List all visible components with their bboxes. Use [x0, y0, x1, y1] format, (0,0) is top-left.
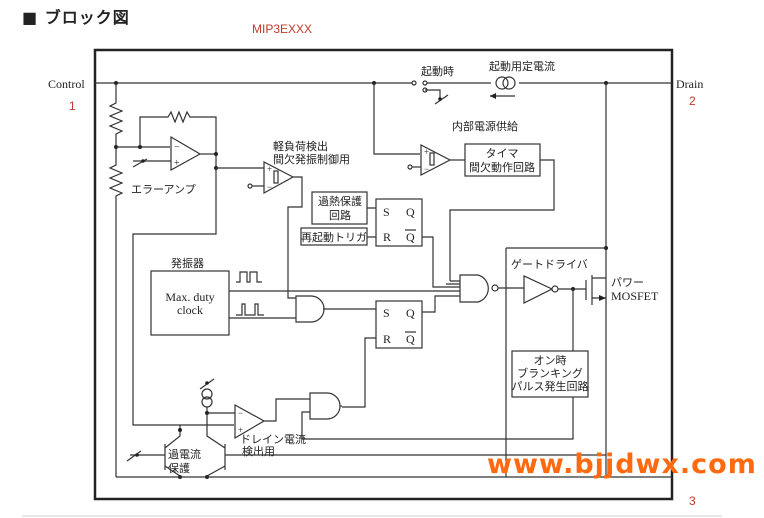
timer-label-1: タイマ	[486, 147, 519, 160]
divider	[22, 515, 722, 517]
timer-output-wire	[449, 159, 555, 281]
thermal-protection-block	[311, 191, 368, 225]
blanking-label-1: オン時	[534, 354, 567, 367]
blanking-out-wire	[301, 397, 574, 440]
drain-current-source-icon	[199, 378, 235, 415]
restart-trigger-label: 再起動トリガ	[301, 230, 367, 244]
mosfet-label-1: パワー	[611, 276, 644, 289]
error-amp-label: エラーアンプ	[131, 183, 196, 196]
startup-switch-label: 起動時	[421, 64, 454, 78]
light-load-out-wire	[287, 176, 303, 299]
drain-current-comparator-icon: − +	[234, 403, 266, 440]
pin-label-drain: Drain	[676, 77, 703, 91]
pulse-waveform-icon	[236, 271, 262, 283]
latch2-qbar: Q	[406, 332, 415, 346]
clock-label-1: Max. duty	[165, 290, 214, 304]
startup-switch	[411, 80, 449, 105]
drain-sense-label-1: ドレイン電流	[240, 432, 306, 446]
svg-text:−: −	[424, 164, 429, 174]
supply-comparator-icon: + −	[407, 144, 452, 176]
pin-number-control: 1	[69, 99, 76, 113]
feedback-wire	[132, 168, 234, 426]
blanking-pulse-block	[511, 350, 589, 398]
blanking-label-2: ブランキング	[517, 366, 583, 380]
latch2-r: R	[383, 332, 391, 346]
light-load-comparator-icon: + −	[247, 161, 295, 195]
overcurrent-label-1: 過電流	[168, 447, 201, 461]
narrow-pulse-waveform-icon	[236, 303, 264, 316]
internal-supply-label: 内部電源供給	[452, 119, 518, 133]
and-gate-clock	[295, 295, 325, 323]
thermal-label-2: 回路	[329, 209, 351, 222]
blanking-label-3: パルス発生回路	[512, 379, 589, 393]
comparator-out-wire	[264, 398, 310, 422]
watermark: www.bjjdwx.com	[487, 449, 757, 480]
drain-sense-label-2: 検出用	[242, 444, 275, 458]
pin-number-source: 3	[689, 494, 696, 508]
error-amp: − +	[116, 110, 218, 172]
max-duty-clock-block	[150, 270, 230, 336]
nand-gate	[459, 274, 489, 303]
part-number: MIP3EXXX	[252, 22, 313, 36]
svg-text:−: −	[267, 182, 272, 192]
startup-current-label: 起動用定電流	[489, 59, 555, 73]
gate-driver-buffer-icon	[523, 275, 554, 304]
latch1-s: S	[383, 205, 390, 219]
pin-number-drain: 2	[689, 94, 696, 108]
latch2-q-wire	[422, 295, 460, 313]
latch2-s: S	[383, 306, 390, 320]
svg-text:−: −	[174, 142, 180, 153]
thermal-label-1: 過熱保護	[318, 194, 362, 208]
latch2-r-wire	[342, 337, 376, 408]
svg-text:+: +	[238, 425, 243, 435]
overcurrent-label-2: 保護	[168, 461, 190, 475]
latch1-qbar: Q	[406, 230, 415, 244]
startup-current-source-icon	[490, 76, 516, 99]
rs-latch-thermal	[375, 198, 423, 247]
pin-label-control: Control	[48, 77, 85, 91]
supply-sense-wire	[373, 83, 420, 155]
latch1-r: R	[383, 230, 391, 244]
light-load-label-1: 軽負荷検出	[273, 139, 328, 153]
latch1-out-wire	[422, 236, 460, 288]
mosfet-label-2: MOSFET	[611, 289, 659, 303]
package-outline	[93, 48, 674, 501]
latch1-q: Q	[406, 205, 415, 219]
and-gate-overcurrent	[309, 392, 341, 420]
svg-text:+: +	[174, 158, 180, 169]
svg-text:−: −	[238, 408, 243, 418]
svg-text:+: +	[267, 164, 272, 174]
svg-text:+: +	[424, 147, 429, 157]
power-mosfet-icon	[585, 275, 606, 305]
clock-label-2: clock	[177, 303, 203, 317]
timer-label-2: 間欠動作回路	[469, 160, 535, 174]
top-rail-wires	[95, 81, 672, 85]
latch2-q: Q	[406, 306, 415, 320]
gate-driver-label: ゲートドライバ	[511, 258, 588, 271]
page-title: ■ ブロック図	[22, 8, 130, 27]
rs-latch-pwm	[375, 300, 423, 349]
oscillator-label: 発振器	[171, 256, 204, 270]
timer-block	[464, 143, 541, 177]
light-load-label-2: 間欠発振制御用	[273, 152, 350, 166]
gate-driver-supply-wire	[505, 247, 606, 477]
divider-resistors-icon	[108, 83, 124, 477]
